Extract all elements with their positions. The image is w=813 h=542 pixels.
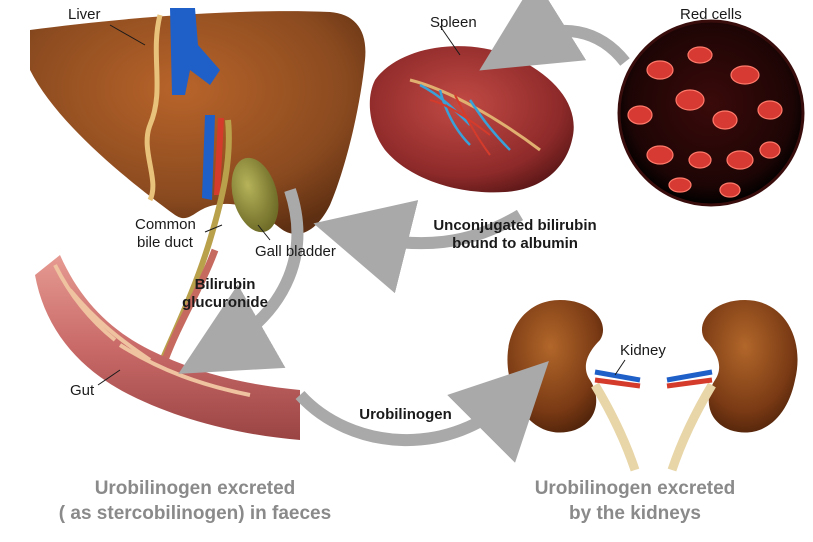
leader-kidney: [614, 359, 626, 376]
ureter-left: [591, 382, 640, 472]
gall-bladder: [231, 157, 279, 233]
leader-spleen: [439, 25, 461, 56]
label-spleen: Spleen: [430, 14, 477, 31]
label-common-bile-duct-line1: Common: [135, 216, 196, 233]
spleen: [369, 46, 574, 193]
liver-fissure: [144, 14, 163, 202]
red-cells-ring: [617, 19, 805, 207]
label-kidney: Kidney: [620, 342, 666, 359]
red-cells-group: [627, 46, 783, 198]
gut-folds: [53, 264, 251, 397]
ureter-right: [667, 382, 716, 472]
renal-vessel-right-red: [666, 377, 713, 389]
renal-vessel-right-blue: [666, 369, 713, 383]
caption-faeces-line1: Urobilinogen excreted: [94, 478, 296, 499]
label-liver: Liver: [68, 6, 101, 23]
leader-gut: [97, 369, 121, 386]
kidney-left: [507, 300, 604, 433]
renal-vessel-left-red: [594, 377, 641, 389]
label-urobilinogen: Urobilinogen: [359, 406, 452, 423]
label-gut: Gut: [70, 382, 95, 399]
renal-vessel-left-blue: [594, 369, 641, 383]
hepatic-artery: [214, 118, 224, 195]
liver: [30, 11, 366, 235]
caption-faeces-line2: ( as stercobilinogen) in faeces: [58, 503, 332, 524]
leader-gall-bladder: [257, 224, 271, 241]
kidney-right: [701, 300, 798, 433]
splenic-vessels-red: [429, 94, 491, 156]
label-red-cells: Red cells: [680, 6, 742, 23]
arrow-spleen-to-liver: [313, 200, 524, 294]
label-unconjugated-line1: Unconjugated bilirubin: [433, 217, 597, 234]
label-bilirubin-line2: glucuronide: [182, 294, 268, 311]
leader-liver: [109, 24, 146, 46]
splenic-vessels-blue: [419, 83, 511, 151]
label-common-bile-duct-line2: bile duct: [137, 234, 193, 251]
caption-kidneys-line2: by the kidneys: [569, 503, 701, 524]
label-unconjugated-line2: bound to albumin: [452, 235, 578, 252]
vena-cava: [170, 8, 220, 95]
arrow-liver-to-gut: [178, 188, 304, 374]
arrow-cells-to-spleen: [479, 0, 630, 71]
caption-kidneys-line1: Urobilinogen excreted: [534, 478, 736, 499]
gut: [35, 255, 300, 440]
label-gall-bladder: Gall bladder: [255, 243, 336, 260]
label-bilirubin-line1: Bilirubin: [194, 276, 256, 293]
portal-vein: [202, 115, 215, 200]
leader-bile-duct: [204, 224, 223, 233]
arrow-gut-to-kidney: [295, 361, 549, 463]
